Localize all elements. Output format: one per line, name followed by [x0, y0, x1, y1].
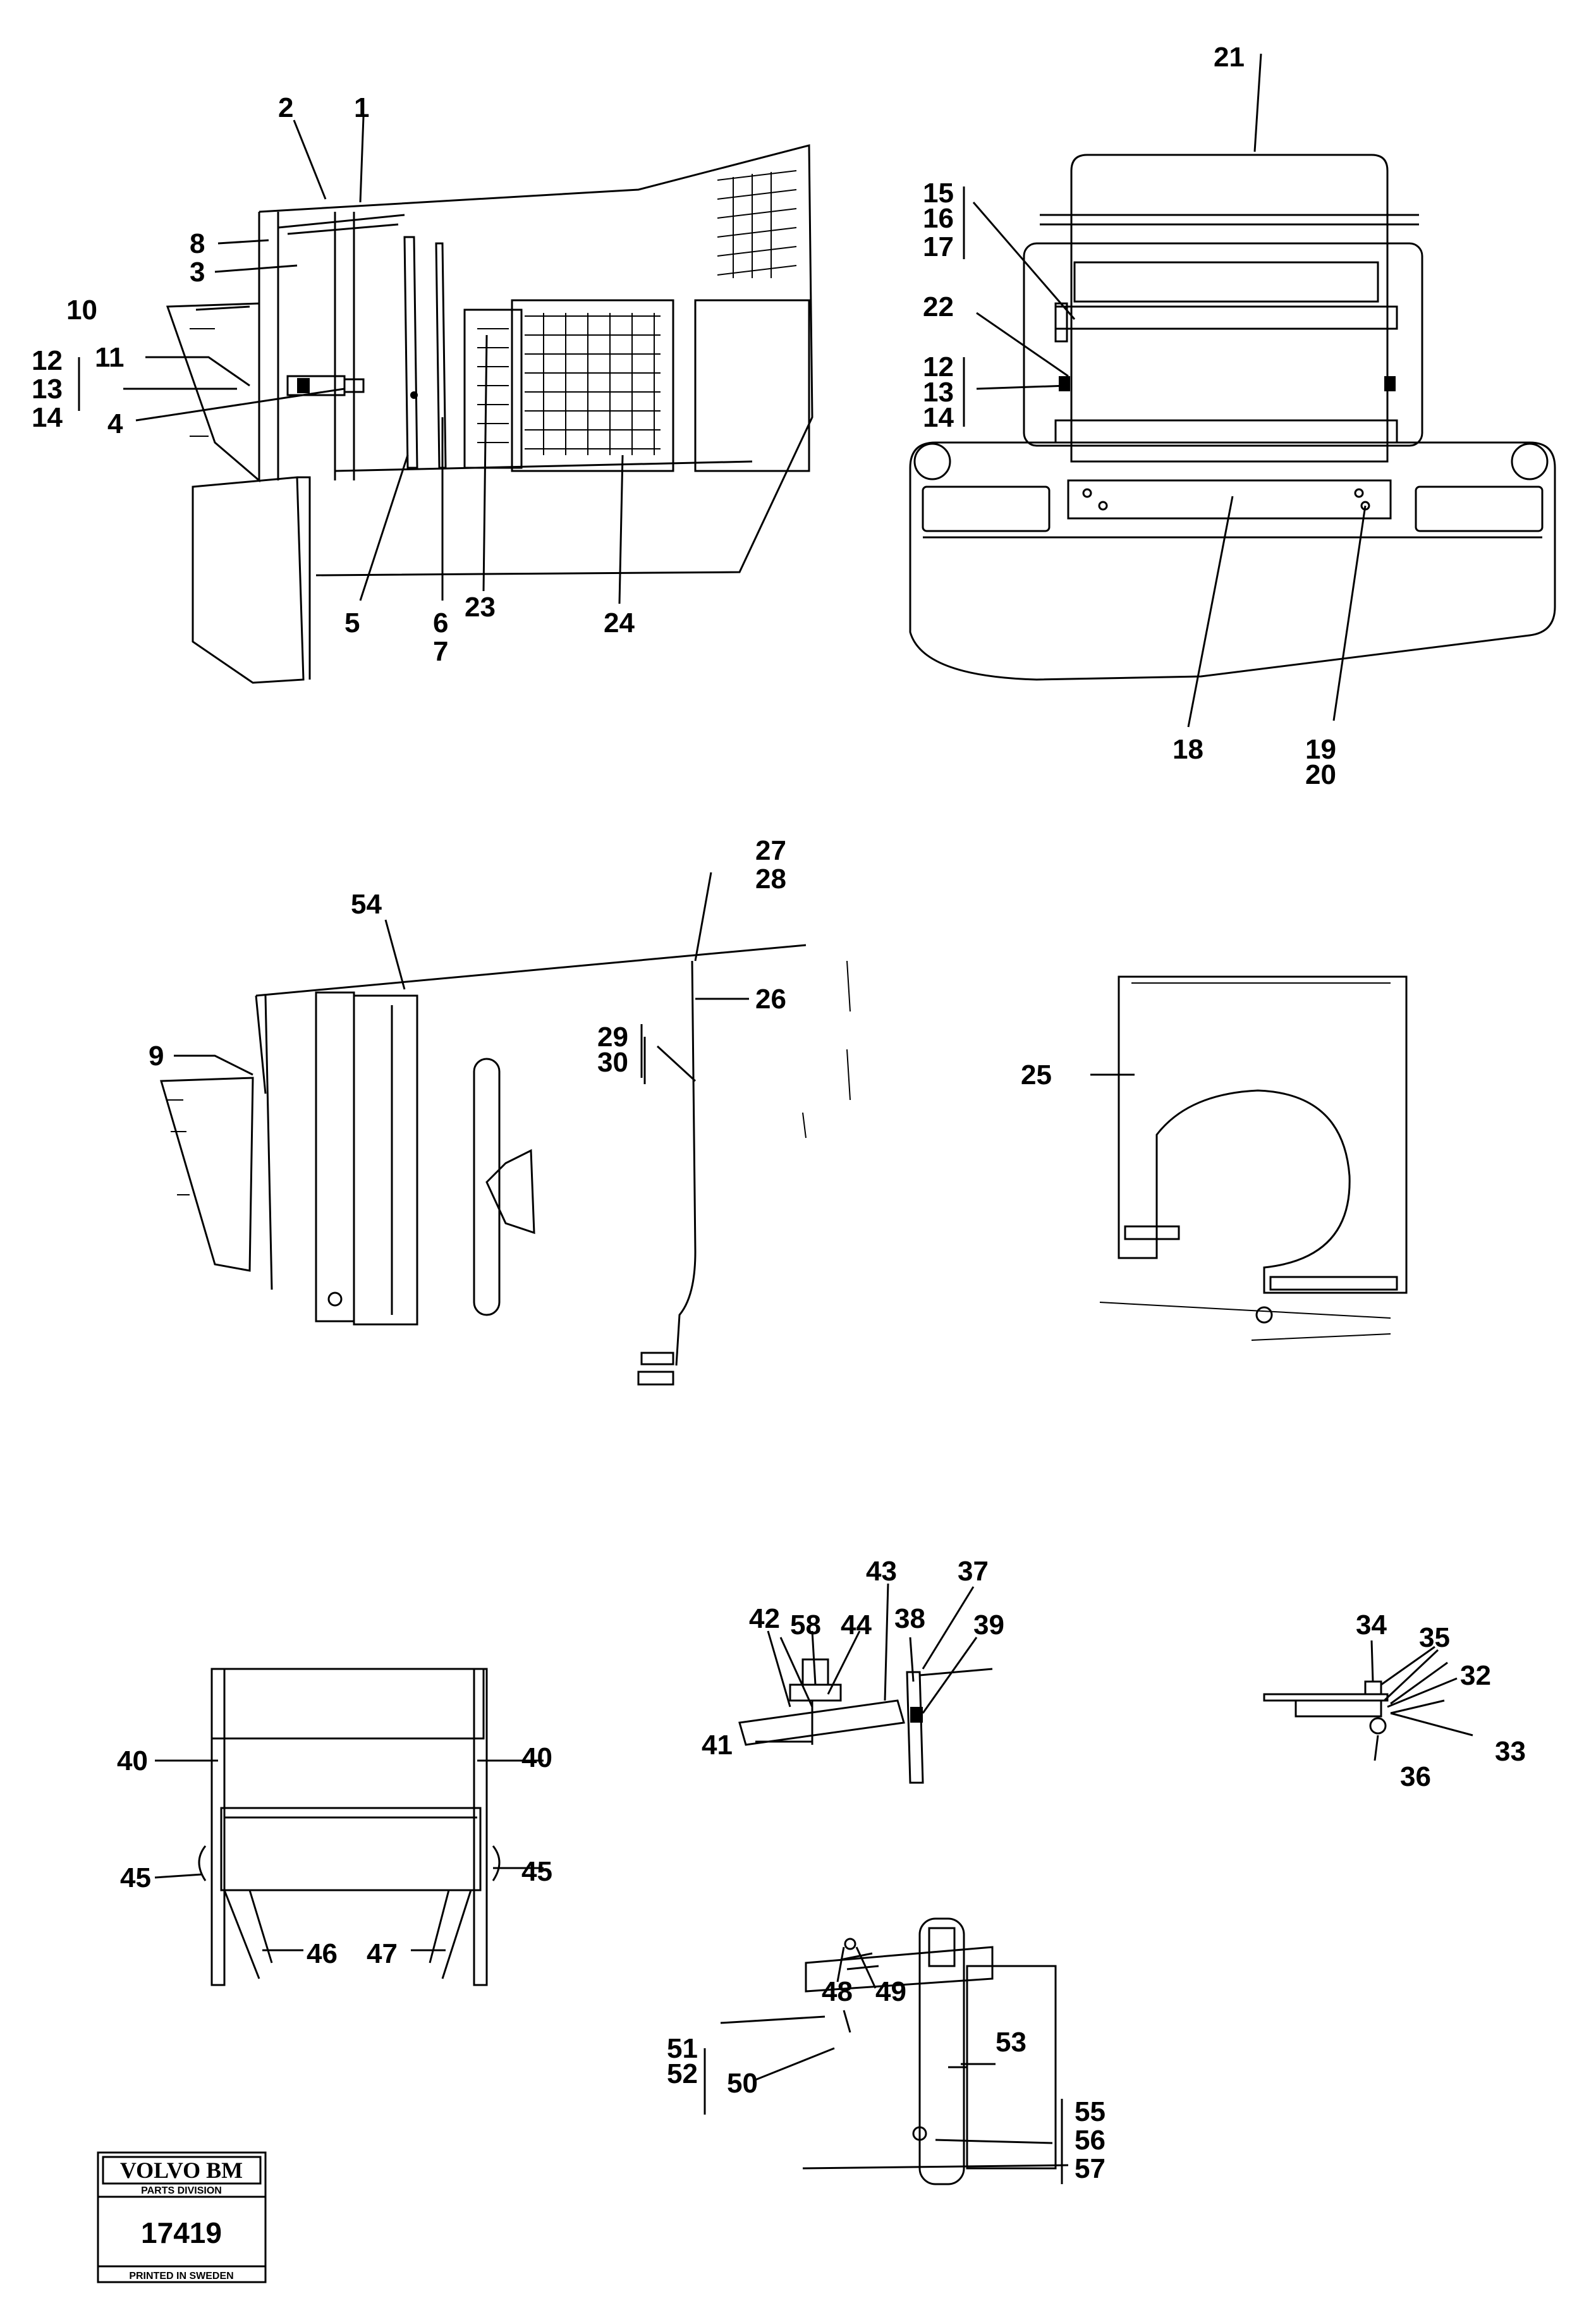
view-plate — [1099, 975, 1408, 1341]
label-33: 33 — [1495, 1736, 1526, 1767]
label-35: 35 — [1419, 1622, 1450, 1653]
label-14: 14 — [32, 402, 63, 433]
view-side-hood — [166, 144, 813, 684]
label-44: 44 — [841, 1610, 872, 1640]
part-labels: 1 2 3 4 5 6 7 8 9 10 11 12 13 14 15 16 1… — [32, 42, 1526, 2184]
label-54: 54 — [351, 889, 382, 920]
label-28: 28 — [755, 864, 786, 895]
label-40b: 40 — [521, 1742, 552, 1773]
label-27: 27 — [755, 835, 786, 866]
label-3: 3 — [190, 257, 205, 288]
label-42: 42 — [749, 1603, 780, 1634]
leader-lines — [78, 53, 1473, 2184]
label-13: 13 — [32, 374, 63, 405]
label-47: 47 — [367, 1938, 398, 1969]
label-43: 43 — [866, 1556, 897, 1587]
label-4: 4 — [107, 408, 123, 439]
label-29: 29 — [597, 1022, 628, 1053]
view-bracket-detail — [738, 1658, 993, 1784]
label-21: 21 — [1214, 42, 1245, 73]
label-49: 49 — [875, 1976, 906, 2007]
label-52: 52 — [667, 2058, 698, 2089]
label-23: 23 — [465, 592, 496, 623]
logo-brand: VOLVO BM — [120, 2158, 243, 2183]
label-brackets — [640, 190, 1063, 2184]
label-13b: 13 — [923, 377, 954, 408]
view-hood-struts — [198, 1668, 501, 1986]
label-46: 46 — [307, 1938, 338, 1969]
label-53: 53 — [996, 2027, 1026, 2058]
label-16: 16 — [923, 203, 954, 234]
label-20: 20 — [1305, 759, 1336, 790]
label-7: 7 — [433, 636, 448, 667]
label-32: 32 — [1460, 1660, 1491, 1691]
label-34: 34 — [1356, 1610, 1387, 1640]
label-18: 18 — [1173, 734, 1203, 765]
label-45a: 45 — [120, 1862, 151, 1893]
label-10: 10 — [66, 295, 97, 326]
view-frame-lamp — [160, 944, 851, 1386]
label-36: 36 — [1400, 1761, 1431, 1792]
label-30: 30 — [597, 1047, 628, 1078]
label-1: 1 — [354, 92, 369, 123]
label-48: 48 — [822, 1976, 853, 2007]
label-26: 26 — [755, 984, 786, 1015]
view-rear-hood — [909, 154, 1556, 681]
label-19: 19 — [1305, 734, 1336, 765]
label-25: 25 — [1021, 1060, 1052, 1090]
label-22: 22 — [923, 291, 954, 322]
label-8: 8 — [190, 228, 205, 259]
label-9: 9 — [149, 1041, 164, 1072]
label-56: 56 — [1075, 2125, 1106, 2156]
label-11: 11 — [95, 342, 125, 373]
logo-number: 17419 — [141, 2216, 222, 2249]
label-5: 5 — [344, 608, 360, 638]
label-12b: 12 — [923, 351, 954, 382]
label-40a: 40 — [117, 1745, 148, 1776]
label-2: 2 — [278, 92, 293, 123]
label-41: 41 — [702, 1730, 733, 1761]
grille-pattern — [525, 313, 661, 455]
label-14b: 14 — [923, 402, 954, 433]
label-37: 37 — [958, 1556, 989, 1587]
view-latch-detail — [802, 1917, 1069, 2185]
logo-division: PARTS DIVISION — [141, 2185, 222, 2196]
label-24: 24 — [604, 608, 635, 638]
label-58: 58 — [790, 1610, 821, 1640]
label-51: 51 — [667, 2033, 698, 2064]
label-57: 57 — [1075, 2153, 1106, 2184]
label-15: 15 — [923, 178, 954, 209]
label-6: 6 — [433, 608, 448, 638]
view-bolt-section — [1263, 1680, 1389, 1735]
logo-footer: PRINTED IN SWEDEN — [129, 2271, 233, 2281]
label-55: 55 — [1075, 2096, 1106, 2127]
label-17: 17 — [923, 231, 954, 262]
label-45b: 45 — [521, 1856, 552, 1887]
label-39: 39 — [973, 1610, 1004, 1640]
label-50: 50 — [727, 2068, 758, 2099]
label-12: 12 — [32, 345, 63, 376]
label-38: 38 — [894, 1603, 925, 1634]
volvo-bm-logo: VOLVO BM PARTS DIVISION 17419 PRINTED IN… — [97, 2151, 267, 2283]
